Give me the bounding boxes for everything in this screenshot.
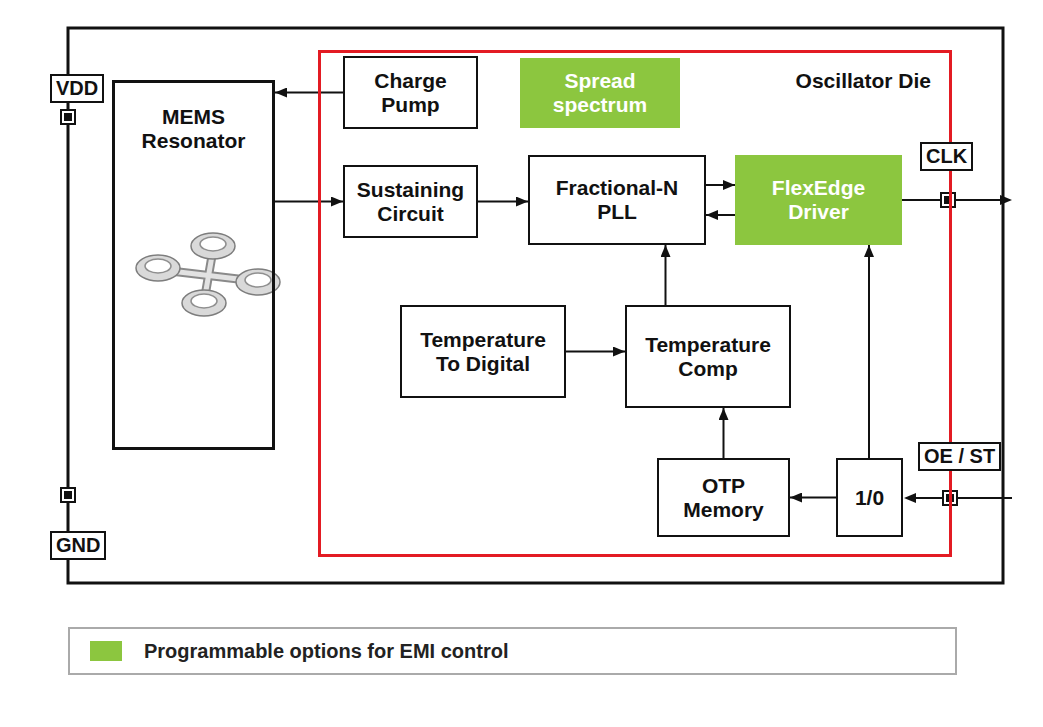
box-label: FlexEdge Driver	[759, 176, 879, 223]
process-box: Charge Pump	[343, 56, 478, 129]
pin-label: VDD	[50, 74, 104, 103]
signal-arrow	[868, 245, 870, 458]
box-label: Sustaining Circuit	[353, 178, 468, 225]
clk-output-arrow	[902, 195, 1012, 205]
box-label: Spread spectrum	[540, 69, 660, 116]
box-label: Charge Pump	[356, 69, 466, 116]
package-outline	[68, 28, 1003, 583]
process-box: Fractional-N PLL	[528, 155, 706, 245]
legend-text: Programmable options for EMI control	[144, 640, 508, 663]
signal-arrow	[478, 201, 528, 203]
box-label: Temperature To Digital	[409, 328, 557, 375]
signal-arrow	[665, 245, 667, 305]
signal-arrow	[566, 351, 625, 353]
process-box: 1/0	[836, 458, 903, 537]
process-box: OTP Memory	[657, 458, 790, 537]
die-region: Oscillator Die Charge Pump Spread spectrum…	[318, 50, 952, 557]
pin-label: OE / ST	[918, 442, 1001, 471]
resonator-box: MEMS Resonator	[112, 80, 275, 450]
signal-arrow	[790, 497, 836, 499]
box-label: Temperature Comp	[634, 333, 782, 380]
legend-box: Programmable options for EMI control	[68, 627, 957, 675]
signal-arrow	[275, 201, 343, 203]
signal-arrow	[723, 408, 725, 458]
option-box: Spread spectrum	[520, 58, 680, 128]
vdd-pin	[61, 110, 75, 124]
box-label: 1/0	[855, 486, 884, 510]
box-label: MEMS Resonator	[129, 105, 259, 152]
signal-arrow	[706, 184, 735, 186]
process-box: Temperature Comp	[625, 305, 791, 408]
signal-arrow	[706, 214, 735, 216]
legend-item: Programmable options for EMI control	[90, 640, 955, 663]
pin-label: GND	[50, 531, 106, 560]
box-label: Fractional-N PLL	[552, 176, 682, 223]
legend-swatch	[90, 641, 122, 661]
box-label: Oscillator Die	[796, 69, 931, 93]
gnd-pin	[61, 488, 75, 502]
pin-label: CLK	[920, 142, 973, 171]
process-box: Sustaining Circuit	[343, 165, 478, 238]
process-box: Temperature To Digital	[400, 305, 566, 398]
signal-arrow	[275, 92, 343, 94]
option-box: FlexEdge Driver	[735, 155, 902, 245]
clk-pin	[941, 193, 955, 207]
mems-resonator-illustration	[136, 233, 280, 316]
box-label: OTP Memory	[674, 474, 774, 521]
